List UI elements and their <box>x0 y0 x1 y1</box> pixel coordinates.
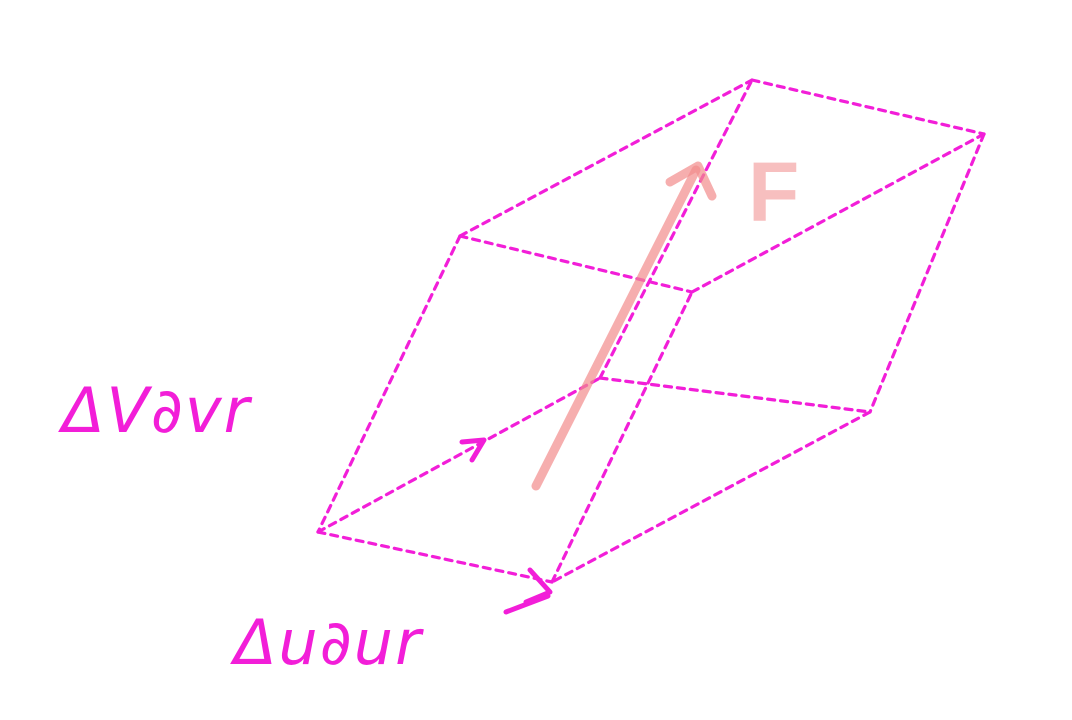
edge-front-right <box>868 132 986 414</box>
edge-front-top <box>690 132 986 294</box>
edge-top-right-connector <box>750 78 986 136</box>
force-label: F <box>748 145 800 239</box>
edge-top-left-connector <box>458 234 694 294</box>
dv-arrowhead <box>459 437 487 463</box>
edge-back-top <box>458 78 754 238</box>
edge-front-left <box>550 290 694 584</box>
edge-back-left <box>316 234 462 534</box>
du-partial-label: Δu∂ur <box>234 606 423 679</box>
du-arrowhead <box>523 567 553 605</box>
force-vector-shaft <box>531 165 701 491</box>
force-vector-arrowhead <box>665 161 717 201</box>
edge-back-bottom <box>316 376 602 534</box>
edge-bottom-right-connector <box>598 376 872 414</box>
edge-front-bottom <box>550 410 872 584</box>
dv-partial-label: ΔV∂vr <box>62 374 252 447</box>
edge-bottom-left-connector <box>316 530 554 584</box>
edge-back-right <box>598 78 754 380</box>
